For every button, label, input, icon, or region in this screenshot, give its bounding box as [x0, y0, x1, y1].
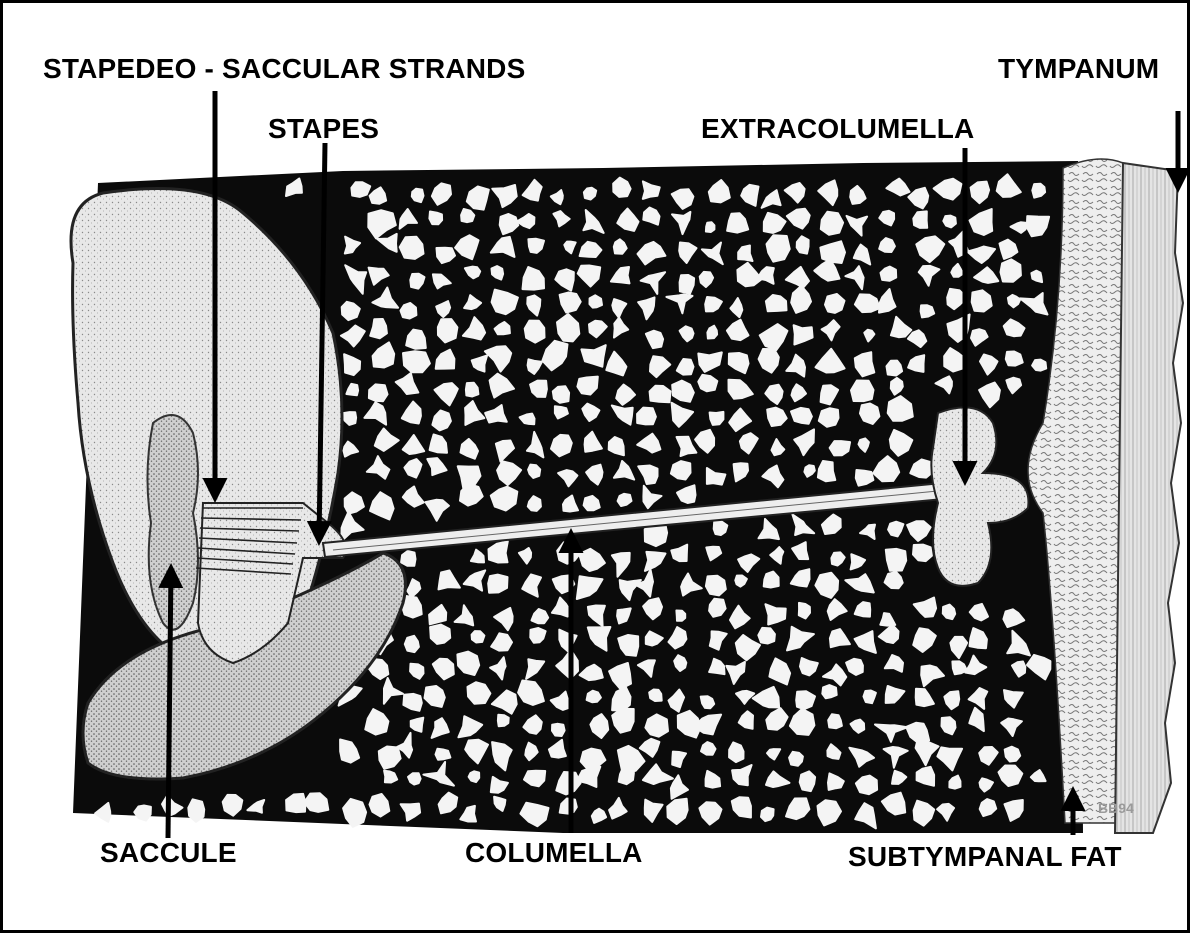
bone-cavity [791, 408, 812, 424]
bone-cavity [553, 386, 569, 403]
bone-cavity [714, 521, 728, 535]
bone-cavity [429, 212, 442, 225]
bone-cavity [619, 767, 634, 784]
bone-cavity [797, 236, 809, 253]
bone-cavity [590, 295, 603, 307]
bone-cavity [701, 742, 716, 755]
bone-cavity [860, 404, 879, 425]
bone-cavity [789, 752, 803, 766]
bone-cavity [671, 461, 691, 479]
bone-cavity [676, 611, 685, 621]
bone-cavity [438, 319, 458, 342]
bone-cavity [587, 691, 601, 703]
bone-cavity [488, 575, 507, 593]
bone-cavity [680, 275, 695, 294]
bone-cavity [913, 545, 932, 562]
bone-cavity [707, 326, 717, 339]
bone-cavity [134, 806, 151, 821]
bone-cavity [498, 715, 509, 726]
bone-cavity [436, 749, 451, 760]
bone-cavity [799, 603, 810, 619]
bone-cavity [943, 216, 956, 228]
artist-signature: BB94 [1098, 801, 1134, 815]
bone-cavity [400, 237, 424, 259]
bone-cavity [637, 408, 656, 425]
bone-cavity [1005, 747, 1021, 762]
bone-cavity [466, 383, 479, 397]
label-extracolumella: EXTRACOLUMELLA [701, 115, 974, 143]
bone-cavity [819, 408, 839, 427]
bone-cavity [821, 212, 843, 235]
bone-cavity [729, 742, 743, 762]
bone-cavity [1032, 360, 1046, 371]
bone-cavity [525, 321, 545, 343]
bone-cavity [758, 628, 775, 644]
bone-cavity [351, 182, 370, 197]
bone-cavity [761, 808, 774, 822]
bone-cavity [800, 771, 815, 791]
bone-cavity [650, 386, 671, 403]
bone-cavity [369, 384, 388, 401]
bone-cavity [408, 773, 421, 784]
bone-cavity [401, 551, 415, 566]
bone-cavity [710, 412, 724, 425]
bone-cavity [818, 461, 835, 481]
bone-cavity [552, 724, 565, 736]
bone-cavity [825, 294, 845, 313]
bone-cavity [796, 691, 815, 709]
bone-cavity [822, 685, 836, 698]
label-saccule: SACCULE [100, 839, 237, 867]
label-subtympanal-fat: SUBTYMPANAL FAT [848, 843, 1122, 871]
bone-cavity [913, 211, 927, 228]
bone-cavity [405, 636, 419, 652]
label-stapes: STAPES [268, 115, 379, 143]
bone-cavity [403, 351, 430, 372]
bone-cavity [851, 381, 874, 402]
bone-cavity [188, 799, 204, 821]
arrow-saccule [168, 568, 171, 838]
bone-cavity [764, 572, 779, 588]
bone-cavity [1006, 352, 1023, 366]
bone-cavity [1001, 259, 1021, 281]
tympanum-membrane [1115, 163, 1183, 833]
ear-anatomy-illustration [3, 3, 1190, 936]
bone-cavity [706, 222, 715, 232]
bone-cavity [921, 305, 935, 317]
bone-cavity [430, 625, 450, 644]
bone-cavity [401, 303, 417, 319]
bone-cavity [472, 631, 485, 642]
label-tympanum: TYMPANUM [998, 55, 1159, 83]
bone-cavity [649, 690, 662, 702]
bone-cavity [469, 771, 480, 782]
bone-cavity [887, 361, 903, 376]
label-columella: COLUMELLA [465, 839, 643, 867]
bone-cavity [828, 714, 842, 728]
bone-cavity [706, 576, 726, 596]
bone-cavity [412, 189, 424, 202]
label-stapedeo-saccular-strands: STAPEDEO - SACCULAR STRANDS [43, 55, 525, 83]
bone-cavity [886, 549, 906, 571]
